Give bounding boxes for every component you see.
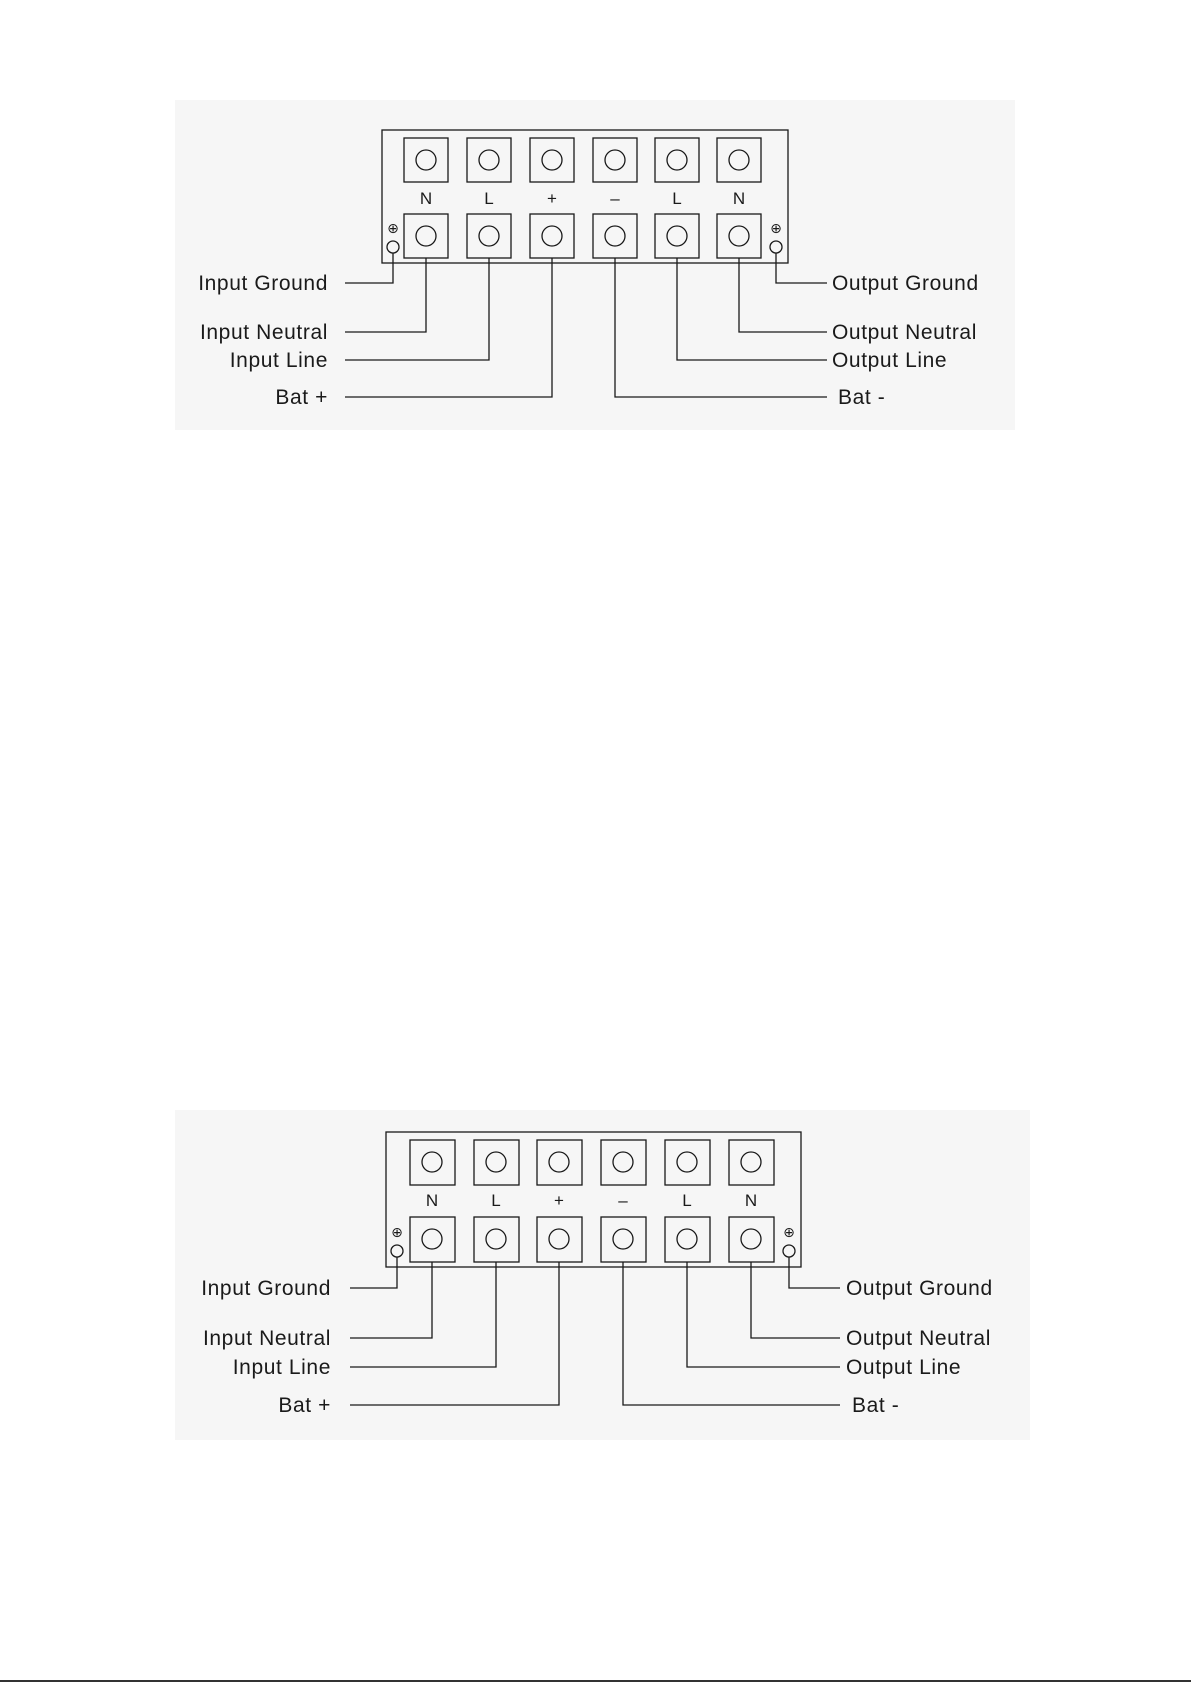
terminal-label-input-l: L	[491, 1191, 500, 1210]
label-bat-plus: Bat +	[278, 1394, 331, 1417]
terminal-label-output-l: L	[682, 1191, 691, 1210]
label-output-ground: Output Ground	[832, 272, 979, 295]
label-input-neutral: Input Neutral	[203, 1327, 331, 1350]
terminal-block-diagram-2: N L + – L N ⊕ ⊕ Input Ground Input Neutr…	[0, 1105, 1191, 1445]
label-input-line: Input Line	[230, 349, 328, 372]
terminal-block-diagram-1: N L + – L N ⊕ ⊕ Input Ground Inpu	[0, 100, 1191, 440]
ground-symbol-icon: ⊕	[770, 221, 782, 237]
label-bat-minus: Bat -	[852, 1394, 899, 1417]
diagram-background	[175, 100, 1015, 430]
label-input-ground: Input Ground	[201, 1277, 331, 1300]
terminal-label-output-n: N	[745, 1191, 757, 1210]
label-output-line: Output Line	[846, 1356, 961, 1379]
terminal-label-bat-plus: +	[554, 1191, 564, 1210]
terminal-label-bat-minus: –	[610, 189, 620, 208]
terminal-label-output-n: N	[733, 189, 745, 208]
label-output-neutral: Output Neutral	[846, 1327, 991, 1350]
terminal-diagram-svg: N L + – L N ⊕ ⊕ Input Ground Input Neutr…	[0, 1105, 1191, 1445]
label-input-line: Input Line	[233, 1356, 331, 1379]
label-input-neutral: Input Neutral	[200, 321, 328, 344]
diagram-background	[175, 1110, 1030, 1440]
ground-symbol-icon: ⊕	[783, 1225, 795, 1241]
ground-symbol-icon: ⊕	[387, 221, 399, 237]
terminal-diagram-svg: N L + – L N ⊕ ⊕ Input Ground Inpu	[0, 100, 1191, 440]
terminal-label-input-n: N	[426, 1191, 438, 1210]
label-output-line: Output Line	[832, 349, 947, 372]
terminal-label-input-n: N	[420, 189, 432, 208]
label-output-ground: Output Ground	[846, 1277, 993, 1300]
label-bat-plus: Bat +	[275, 386, 328, 409]
terminal-label-input-l: L	[484, 189, 493, 208]
page-bottom-rule	[0, 1680, 1191, 1682]
label-bat-minus: Bat -	[838, 386, 885, 409]
ground-symbol-icon: ⊕	[391, 1225, 403, 1241]
label-output-neutral: Output Neutral	[832, 321, 977, 344]
terminal-label-bat-plus: +	[547, 189, 557, 208]
label-input-ground: Input Ground	[198, 272, 328, 295]
terminal-label-output-l: L	[672, 189, 681, 208]
terminal-label-bat-minus: –	[618, 1191, 628, 1210]
